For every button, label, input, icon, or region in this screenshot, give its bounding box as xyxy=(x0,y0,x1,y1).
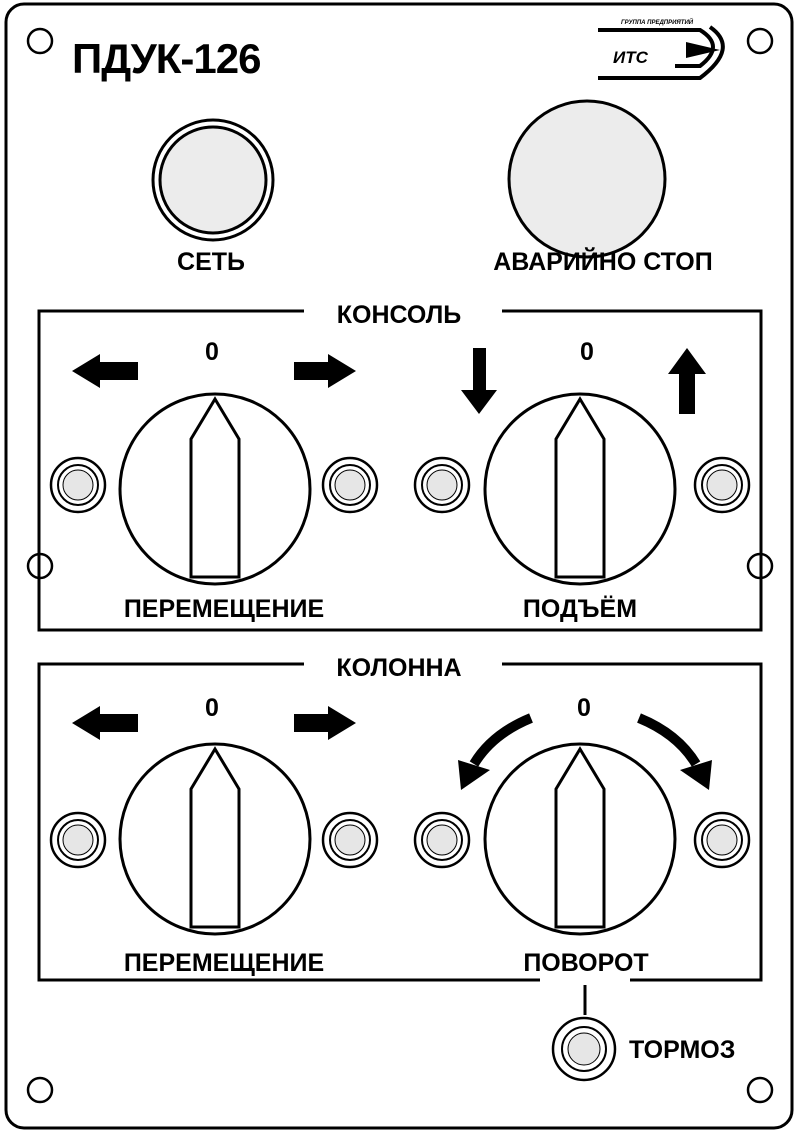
brake-button[interactable] xyxy=(551,1016,617,1082)
column-right-lamp-right xyxy=(693,811,751,869)
column-left-lamp-right xyxy=(321,811,379,869)
curved-arrow-right-icon xyxy=(637,713,701,767)
console-right-lamp-right xyxy=(693,456,751,514)
emergency-stop-label: АВАРИЙНО СТОП xyxy=(493,246,712,276)
curved-arrow-right-head xyxy=(680,760,712,790)
console-left-lamp-right xyxy=(321,456,379,514)
column-movement-knob[interactable] xyxy=(118,742,312,936)
arrow-down-icon xyxy=(461,348,497,414)
console-movement-knob[interactable] xyxy=(118,392,312,586)
column-left-lamp-left xyxy=(49,811,107,869)
emergency-stop-button[interactable] xyxy=(507,99,667,259)
console-left-label: ПЕРЕМЕЩЕНИЕ xyxy=(124,595,324,623)
column-title: КОЛОННА xyxy=(336,654,461,682)
console-right-zero: 0 xyxy=(580,338,594,366)
power-button[interactable] xyxy=(151,118,275,242)
brand-name-text: ИТС xyxy=(613,48,649,67)
curved-arrow-left-icon xyxy=(469,713,533,767)
curved-arrow-left-head xyxy=(458,760,490,790)
console-lift-knob[interactable] xyxy=(483,392,677,586)
console-right-lamp-left xyxy=(413,456,471,514)
console-left-lamp-left xyxy=(49,456,107,514)
power-label: СЕТЬ xyxy=(177,248,245,276)
brand-small-text: ГРУППА ПРЕДПРИЯТИЙ xyxy=(621,18,694,26)
arrow-right-icon xyxy=(294,354,356,388)
console-right-label: ПОДЪЁМ xyxy=(523,595,637,623)
column-rotation-knob[interactable] xyxy=(483,742,677,936)
column-frame xyxy=(37,662,763,982)
column-right-zero: 0 xyxy=(577,694,591,722)
column-left-zero: 0 xyxy=(205,694,219,722)
console-left-zero: 0 xyxy=(205,338,219,366)
arrow-up-icon xyxy=(668,348,706,414)
column-left-label: ПЕРЕМЕЩЕНИЕ xyxy=(124,949,324,977)
arrow-left-icon xyxy=(72,706,138,740)
console-frame xyxy=(37,309,763,632)
arrow-left-icon xyxy=(72,354,138,388)
itc-logo-icon: ГРУППА ПРЕДПРИЯТИЙ ИТС xyxy=(598,18,725,80)
brake-label: ТОРМОЗ xyxy=(629,1036,735,1064)
panel-title: ПДУК-126 xyxy=(72,35,260,82)
column-right-lamp-left xyxy=(413,811,471,869)
column-right-label: ПОВОРОТ xyxy=(523,949,648,977)
arrow-right-icon xyxy=(294,706,356,740)
console-title: КОНСОЛЬ xyxy=(337,301,462,329)
